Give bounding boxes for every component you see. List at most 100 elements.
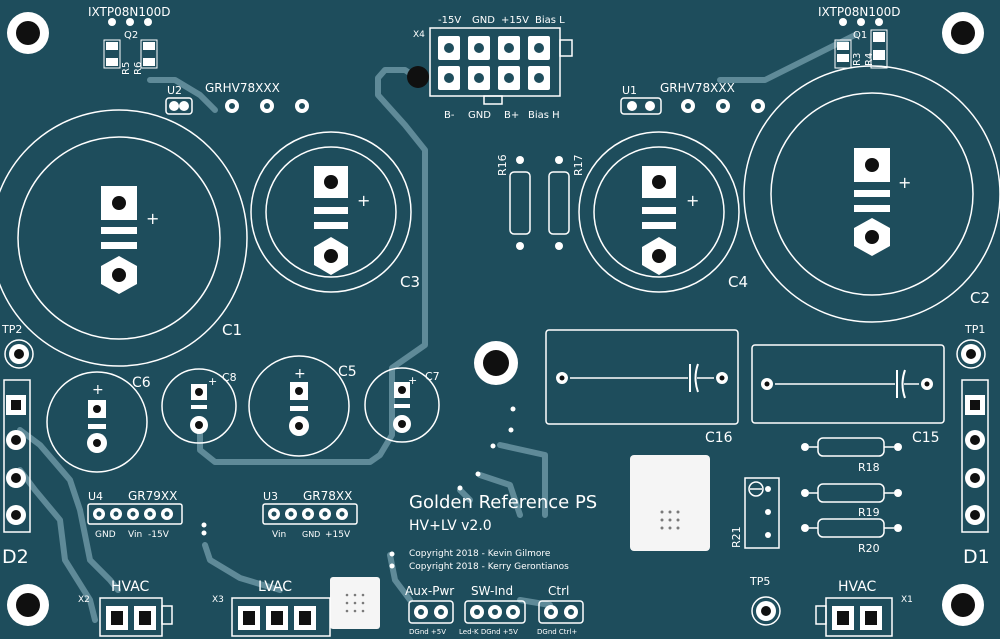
- u3-pin-vin: Vin: [272, 530, 286, 540]
- c3-plus: +: [357, 191, 370, 210]
- aux-pwr-pins: DGnd +5V: [409, 628, 446, 636]
- mounting-hole-tr: [942, 12, 984, 54]
- via-x4: [407, 66, 429, 88]
- diode-d1: D1: [961, 379, 990, 568]
- copper-traces: [17, 32, 858, 623]
- ctrl-pins: DGnd Ctrl+: [537, 628, 577, 636]
- c5-plus: +: [294, 366, 306, 382]
- x4-connector: X4 -15V GND +15V Bias L B- GND B+ Bias H: [413, 15, 573, 121]
- capacitor-c6: + C6: [46, 371, 151, 473]
- u3-ref-label: U3: [263, 490, 278, 503]
- c5-label: C5: [338, 364, 357, 380]
- resistor-r16: R16: [496, 154, 531, 250]
- q1-ref-label: Q1: [853, 30, 867, 41]
- c15-label: C15: [912, 430, 940, 446]
- test-point-tp5: TP5: [749, 575, 781, 626]
- x1-ref-label: X1: [901, 595, 913, 605]
- resistor-r17: R17: [548, 154, 585, 250]
- copyright-line-2: Copyright 2018 - Kerry Gerontianos: [409, 562, 569, 572]
- q1-group: IXTP08N100D Q1 R3 R4: [818, 5, 901, 69]
- u3-pin-gnd: GND: [302, 530, 320, 539]
- r16-label: R16: [496, 154, 509, 176]
- r3-label: R3: [852, 53, 863, 66]
- u4-pin-neg15v: -15V: [148, 530, 170, 540]
- x4-top-label-4: Bias L: [535, 15, 565, 26]
- connector-x3: X3 LVAC: [212, 579, 331, 637]
- header-aux-pwr: Aux-Pwr DGnd +5V: [405, 584, 454, 636]
- copyright-line-1: Copyright 2018 - Kevin Gilmore: [409, 549, 551, 559]
- q1-part-label: IXTP08N100D: [818, 5, 901, 19]
- u2-ref-label: U2: [167, 84, 182, 97]
- q2-ref-label: Q2: [124, 30, 138, 41]
- r20-label: R20: [858, 542, 880, 555]
- q2-part-label: IXTP08N100D: [88, 5, 171, 19]
- capacitor-c3: + C3: [250, 131, 420, 293]
- x4-top-label-3: +15V: [501, 15, 529, 26]
- x2-label: HVAC: [111, 579, 150, 595]
- c1-label: C1: [222, 321, 242, 339]
- aux-pwr-label: Aux-Pwr: [405, 584, 454, 598]
- header-sw-ind: SW-Ind Led-K DGnd +5V: [459, 584, 526, 636]
- u3-pin-pos15v: +15V: [325, 530, 351, 540]
- c3-label: C3: [400, 273, 420, 291]
- u1-regulator: U1 GRHV78XXX: [620, 81, 765, 115]
- c1-plus: +: [146, 209, 159, 228]
- connector-x2: X2 HVAC: [78, 579, 173, 637]
- c7-label: C7: [425, 370, 440, 383]
- smd-pad-small: [330, 577, 380, 629]
- capacitor-c5: + C5: [248, 355, 357, 457]
- r4-label: R4: [864, 53, 875, 66]
- mounting-hole-tl: [7, 12, 49, 54]
- u4-ref-label: U4: [88, 490, 103, 503]
- c6-label: C6: [132, 375, 151, 391]
- mounting-holes: [7, 12, 984, 626]
- c7-plus: +: [408, 374, 417, 387]
- board-title: Golden Reference PS: [409, 492, 597, 513]
- r6-label: R6: [133, 62, 144, 75]
- capacitor-c2: + C2: [743, 65, 1000, 323]
- x2-ref-label: X2: [78, 595, 90, 605]
- connector-x1: HVAC X1: [815, 579, 913, 637]
- diode-d2: D2: [2, 379, 31, 568]
- x4-bottom-label-4: Bias H: [528, 110, 560, 121]
- vias: [201, 406, 516, 569]
- x4-bottom-label-2: GND: [468, 110, 491, 121]
- capacitor-c4: + C4: [578, 131, 748, 293]
- capacitor-c7: + C7: [364, 367, 440, 443]
- resistor-r20: R20: [801, 518, 902, 555]
- u2-part-label: GRHV78XXX: [205, 81, 280, 95]
- c6-plus: +: [92, 382, 104, 398]
- d1-label: D1: [963, 546, 990, 568]
- x1-label: HVAC: [838, 579, 877, 595]
- x4-top-label-2: GND: [472, 15, 495, 26]
- smd-pad-large: [630, 455, 710, 551]
- u4-part-label: GR79XX: [128, 489, 177, 503]
- c4-label: C4: [728, 273, 748, 291]
- capacitor-c16: C16: [545, 329, 739, 446]
- r21-label: R21: [730, 526, 743, 548]
- u4-pin-gnd: GND: [95, 530, 116, 540]
- u3-regulator: U3 GR78XX Vin GND +15V: [262, 489, 358, 540]
- tp5-label: TP5: [749, 575, 770, 588]
- c8-label: C8: [222, 371, 237, 384]
- c4-plus: +: [686, 191, 699, 210]
- capacitor-c8: + C8: [161, 368, 237, 444]
- u1-ref-label: U1: [622, 84, 637, 97]
- test-point-tp1: TP1: [956, 323, 986, 369]
- header-ctrl: Ctrl DGnd Ctrl+: [537, 584, 584, 636]
- c2-plus: +: [898, 173, 911, 192]
- x3-label: LVAC: [258, 579, 292, 595]
- d2-label: D2: [2, 546, 29, 568]
- capacitor-c1: + C1: [0, 109, 248, 367]
- u4-regulator: U4 GR79XX GND Vin -15V: [87, 489, 183, 540]
- x4-bottom-label-3: B+: [504, 110, 519, 121]
- u2-regulator: U2 GRHV78XXX: [165, 81, 309, 115]
- test-point-tp2: TP2: [1, 323, 34, 369]
- mounting-hole-center: [474, 341, 518, 385]
- c16-label: C16: [705, 430, 733, 446]
- ctrl-label: Ctrl: [548, 584, 569, 598]
- x4-bottom-label-1: B-: [444, 110, 455, 121]
- capacitor-c15: C15: [751, 344, 945, 446]
- resistor-r19: R19: [801, 483, 902, 519]
